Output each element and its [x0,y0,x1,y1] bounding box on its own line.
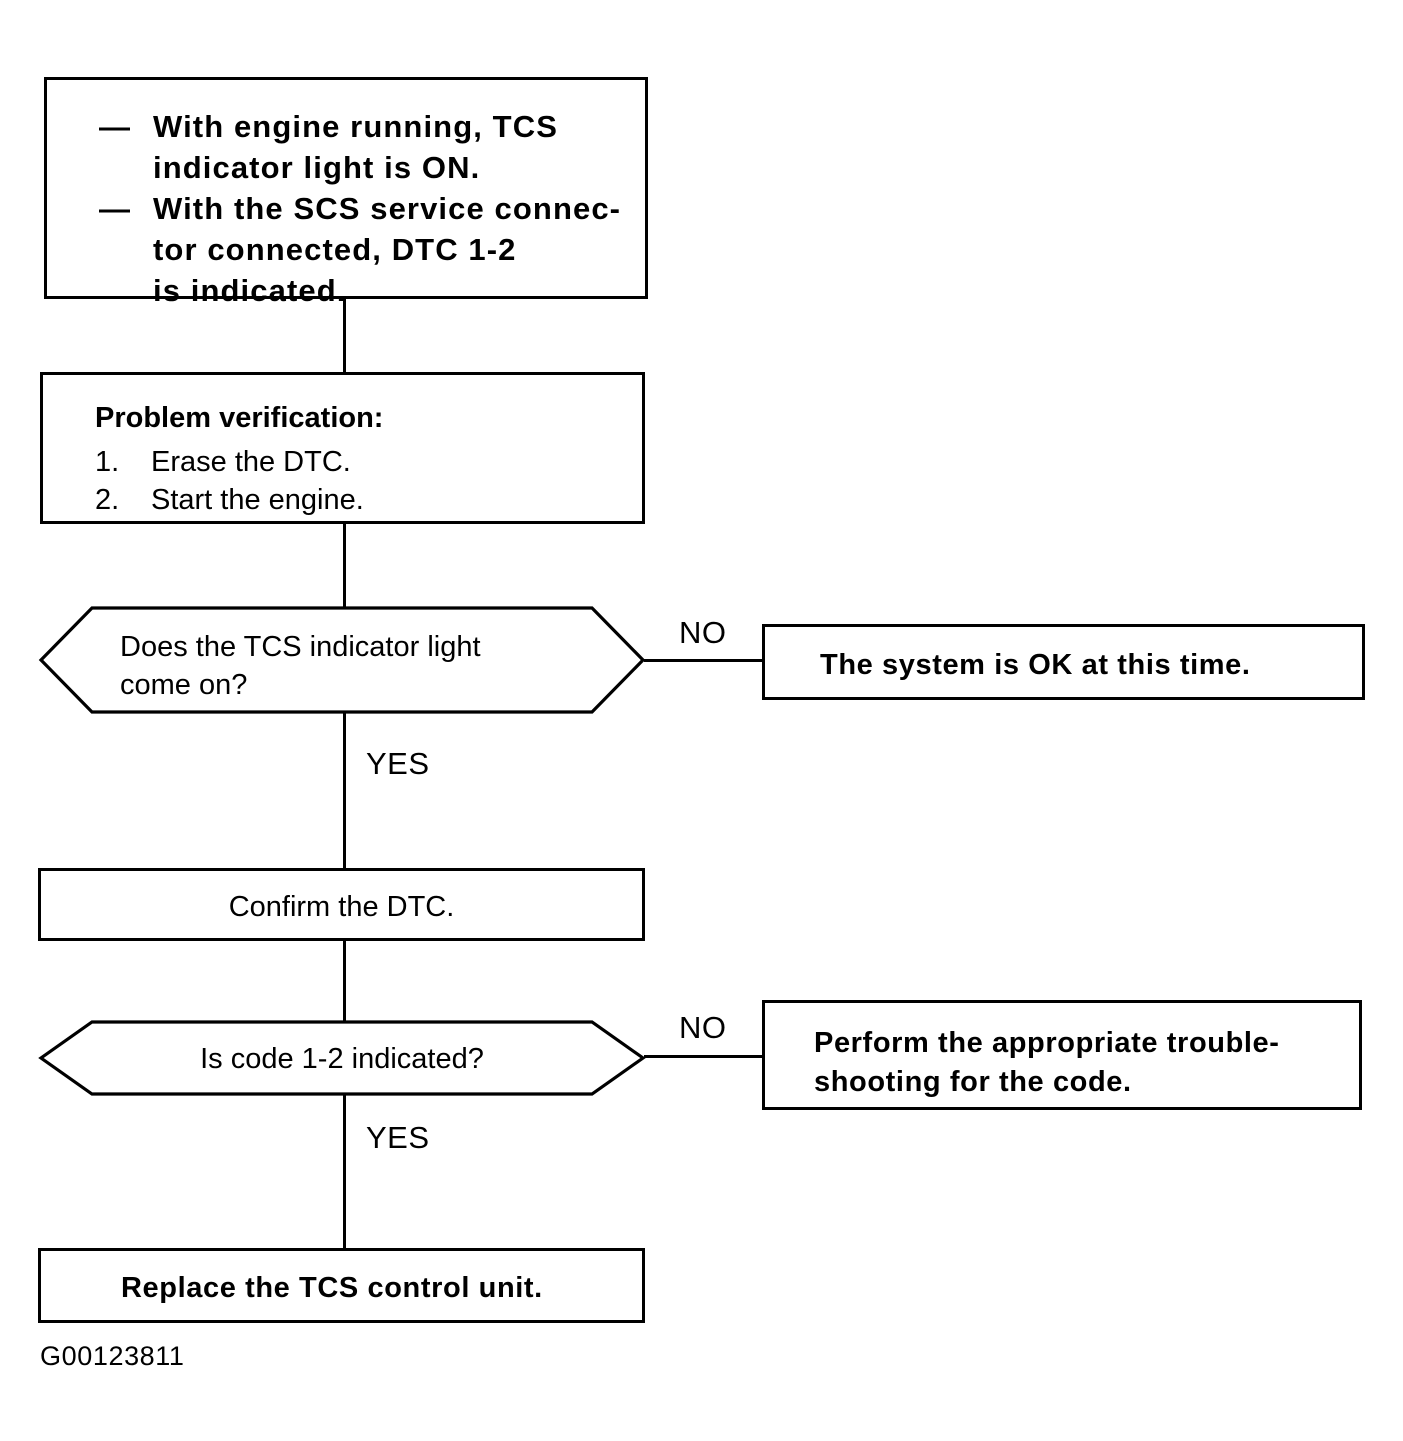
connector-decision-one-no [644,659,765,662]
symptom-bullet-1: — With engine running, TCS indicator ligh… [99,107,631,189]
decision-code-text: Is code 1-2 indicated? [200,1043,484,1075]
result-troubleshooting-box: Perform the appropriate trouble- shootin… [762,1000,1362,1110]
figure-id-label: G00123811 [40,1341,185,1371]
result-replace-unit-text: Replace the TCS control unit. [121,1272,543,1304]
symptom-conditions-box: — With engine running, TCS indicator ligh… [44,77,648,308]
confirm-dtc-text: Confirm the DTC. [228,891,455,923]
verification-step-1-number: 1. [95,445,120,478]
decision-code-hexagon: Is code 1-2 indicated? [38,1019,646,1097]
verification-step-2-text: Start the engine. [151,483,364,516]
connector-decision-one-yes [343,713,346,870]
result-system-ok-box: The system is OK at this time. [762,624,1365,700]
verification-step-2-number: 2. [95,483,120,516]
symptom-bullet-1-text: With engine running, TCS indicator light… [153,109,558,185]
connector-decision-two-no [644,1055,765,1058]
connector-symptom-to-verification [343,299,346,372]
em-dash-icon: — [99,109,132,144]
problem-verification-box: Problem verification: 1. Erase the DTC. 2… [40,372,645,524]
verification-step-1-text: Erase the DTC. [151,445,351,478]
branch-label-no-one: NO [679,615,727,650]
confirm-dtc-box: Confirm the DTC. [38,868,645,941]
symptom-bullet-2: — With the SCS service connec- tor connec… [99,189,631,312]
branch-label-yes-two: YES [366,1120,430,1155]
result-system-ok-text: The system is OK at this time. [820,649,1251,681]
connector-verification-to-decision-one [343,524,346,610]
verification-step-1: 1. Erase the DTC. [95,443,630,481]
connector-confirm-to-decision-two [343,941,346,1024]
hexagon-outline [38,1020,646,1096]
branch-label-yes-one: YES [366,746,430,781]
problem-verification-heading: Problem verification: [95,402,384,434]
verification-step-2: 2. Start the engine. [95,481,630,519]
hexagon-outline [38,606,646,714]
symptom-bullet-2-text: With the SCS service connec- tor connect… [153,190,622,308]
em-dash-icon: — [99,190,132,226]
result-troubleshooting-line-1: Perform the appropriate trouble- [814,1027,1280,1059]
result-replace-unit-box: Replace the TCS control unit. [38,1248,645,1323]
decision-indicator-light-text: Does the TCS indicator light come on? [120,631,481,701]
connector-decision-two-yes [343,1094,346,1250]
branch-label-no-two: NO [679,1010,727,1045]
decision-indicator-light-hexagon: Does the TCS indicator light come on? [38,605,646,715]
result-troubleshooting-line-2: shooting for the code. [814,1065,1132,1098]
